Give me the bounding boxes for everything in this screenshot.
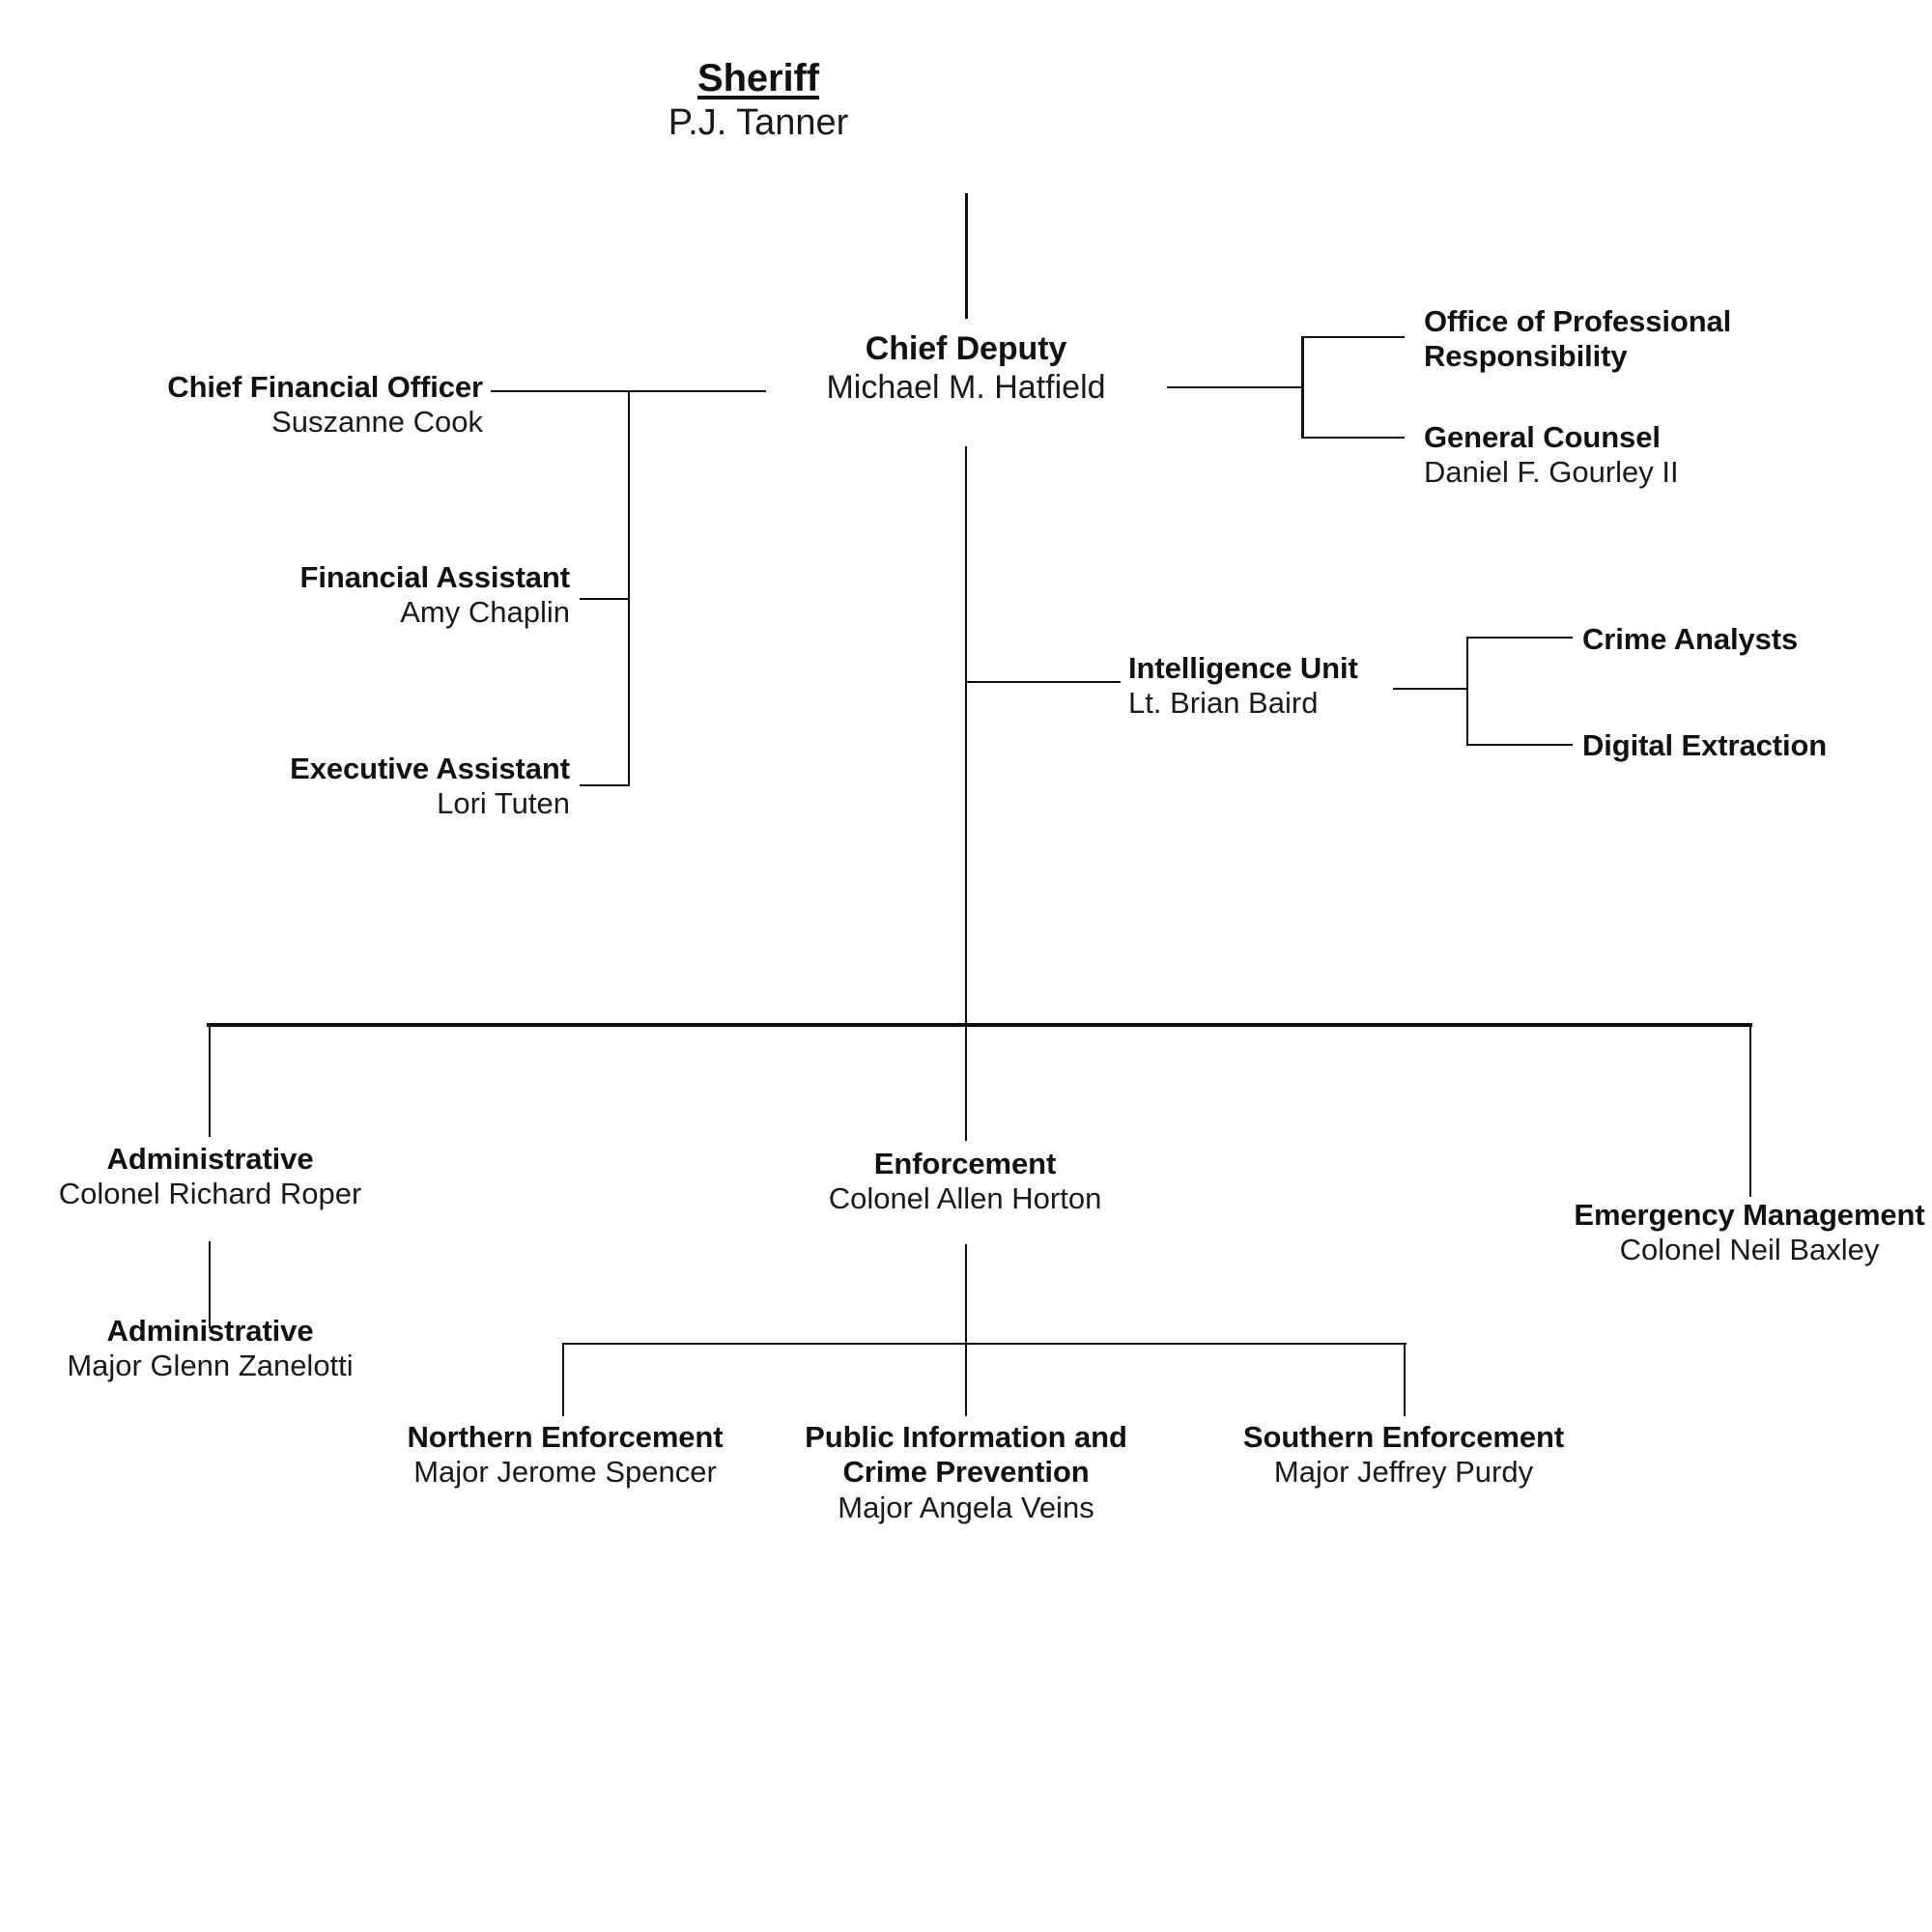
node-financial-assistant-title: Financial Assistant — [299, 560, 571, 594]
node-digital-extraction-title: Digital Extraction — [1582, 728, 1828, 762]
node-emergency-management-title: Emergency Management — [1574, 1198, 1925, 1232]
node-administrative-division-person: Colonel Richard Roper — [58, 1177, 362, 1211]
connector-enforcement-sub-bus — [562, 1343, 1406, 1345]
node-administrative-division: Administrative Colonel Richard Roper — [5, 1142, 415, 1212]
node-administrative-sub: Administrative Major Glenn Zanelotti — [5, 1314, 415, 1384]
node-emergency-management-person: Colonel Neil Baxley — [1619, 1233, 1880, 1267]
connector-administrative-to-sub — [209, 1241, 211, 1328]
node-sheriff-title: Sheriff — [697, 57, 819, 99]
node-executive-assistant: Executive Assistant Lori Tuten — [145, 752, 570, 822]
connector-right-staff-feed — [1167, 386, 1302, 388]
node-emergency-management: Emergency Management Colonel Neil Baxley — [1518, 1198, 1932, 1268]
node-crime-analysts: Crime Analysts — [1582, 622, 1932, 657]
connector-intelligence-children-spine — [1466, 637, 1468, 746]
connector-right-staff-spine — [1301, 336, 1304, 438]
node-executive-assistant-person: Lori Tuten — [437, 786, 570, 821]
node-northern-enforcement-person: Major Jerome Spencer — [413, 1455, 717, 1490]
connector-sheriff-to-chief-deputy — [965, 193, 968, 319]
node-office-of-professional-responsibility: Office of Professional Responsibility — [1424, 304, 1830, 375]
connector-opr-branch — [1301, 336, 1405, 338]
node-public-information-crime-prevention-title: Public Information and Crime Prevention — [805, 1420, 1127, 1490]
node-southern-enforcement: Southern Enforcement Major Jeffrey Purdy — [1167, 1420, 1640, 1491]
connector-intelligence-children-feed — [1393, 688, 1468, 690]
connector-left-staff-spine — [628, 390, 630, 786]
node-enforcement-division-person: Colonel Allen Horton — [828, 1181, 1102, 1216]
node-enforcement-division: Enforcement Colonel Allen Horton — [690, 1147, 1240, 1217]
connector-drop-enforcement — [965, 1023, 967, 1141]
connector-drop-northern-enforcement — [562, 1343, 564, 1416]
connector-drop-southern-enforcement — [1404, 1343, 1406, 1416]
node-financial-assistant-person: Amy Chaplin — [400, 595, 570, 630]
node-chief-financial-officer-person: Suszanne Cook — [271, 405, 483, 440]
node-public-information-crime-prevention-person: Major Angela Veins — [838, 1490, 1094, 1524]
connector-executive-assistant-stub — [580, 784, 630, 786]
node-intelligence-unit: Intelligence Unit Lt. Brian Baird — [1128, 651, 1447, 722]
node-intelligence-unit-title: Intelligence Unit — [1128, 651, 1358, 685]
node-financial-assistant: Financial Assistant Amy Chaplin — [145, 560, 571, 631]
node-northern-enforcement: Northern Enforcement Major Jerome Spence… — [328, 1420, 802, 1491]
connector-digital-extraction-branch — [1466, 744, 1573, 746]
connector-chief-deputy-stem — [965, 446, 967, 1026]
node-public-information-crime-prevention: Public Information and Crime Prevention … — [729, 1420, 1203, 1525]
node-general-counsel-person: Daniel F. Gourley II — [1424, 455, 1679, 490]
node-general-counsel: General Counsel Daniel F. Gourley II — [1424, 420, 1849, 491]
connector-divisions-bus — [207, 1023, 1752, 1027]
node-administrative-division-title: Administrative — [106, 1142, 314, 1176]
node-chief-deputy-title: Chief Deputy — [865, 330, 1067, 367]
node-intelligence-unit-person: Lt. Brian Baird — [1128, 686, 1319, 721]
node-northern-enforcement-title: Northern Enforcement — [407, 1420, 724, 1454]
connector-enforcement-stem — [965, 1244, 967, 1345]
node-crime-analysts-title: Crime Analysts — [1582, 622, 1799, 656]
node-general-counsel-title: General Counsel — [1424, 420, 1661, 454]
node-chief-deputy-person: Michael M. Hatfield — [826, 368, 1106, 406]
node-sheriff: Sheriff P.J. Tanner — [483, 56, 1034, 144]
node-southern-enforcement-title: Southern Enforcement — [1242, 1420, 1565, 1454]
connector-intelligence-unit-feed — [966, 681, 1121, 683]
node-chief-financial-officer: Chief Financial Officer Suszanne Cook — [58, 370, 483, 440]
node-office-of-professional-responsibility-title: Office of Professional Responsibility — [1424, 304, 1732, 374]
connector-drop-public-information — [965, 1343, 967, 1416]
connector-crime-analysts-branch — [1466, 637, 1573, 639]
node-administrative-sub-person: Major Glenn Zanelotti — [67, 1349, 354, 1383]
node-sheriff-person: P.J. Tanner — [668, 101, 849, 143]
connector-drop-emergency-management — [1749, 1023, 1751, 1197]
node-chief-financial-officer-title: Chief Financial Officer — [167, 370, 483, 404]
node-digital-extraction: Digital Extraction — [1582, 728, 1932, 763]
connector-general-counsel-branch — [1301, 437, 1405, 439]
connector-financial-assistant-stub — [580, 598, 630, 600]
node-southern-enforcement-person: Major Jeffrey Purdy — [1273, 1455, 1534, 1490]
node-administrative-sub-title: Administrative — [106, 1314, 314, 1348]
node-chief-deputy: Chief Deputy Michael M. Hatfield — [691, 330, 1241, 408]
node-executive-assistant-title: Executive Assistant — [290, 752, 570, 785]
connector-drop-administrative — [209, 1023, 211, 1137]
node-enforcement-division-title: Enforcement — [873, 1147, 1057, 1180]
